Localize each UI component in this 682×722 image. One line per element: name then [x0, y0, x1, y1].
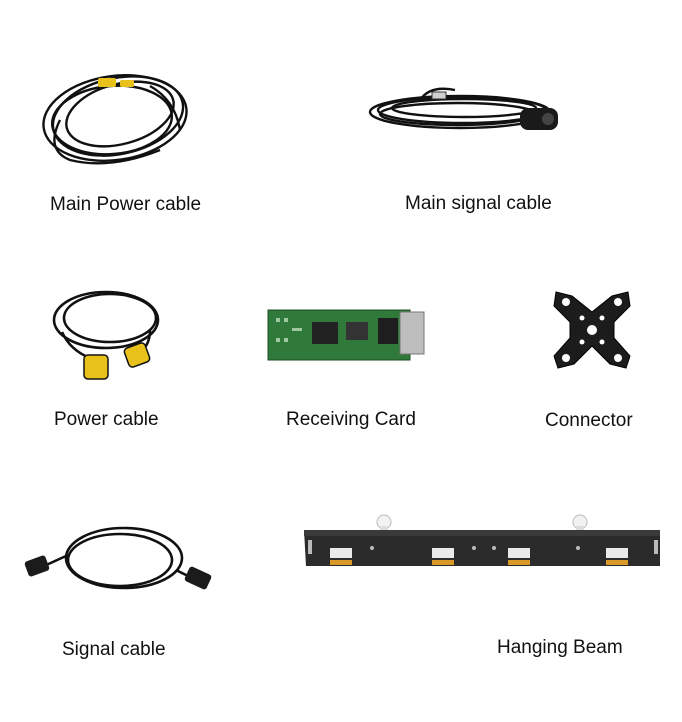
item-label: Signal cable	[62, 639, 166, 660]
item-label: Receiving Card	[286, 409, 416, 430]
item-label: Power cable	[54, 409, 159, 430]
item-label: Main Power cable	[50, 194, 202, 215]
item-label: Hanging Beam	[497, 637, 623, 658]
item-label: Main signal cable	[405, 193, 552, 214]
item-label: Connector	[545, 410, 633, 431]
